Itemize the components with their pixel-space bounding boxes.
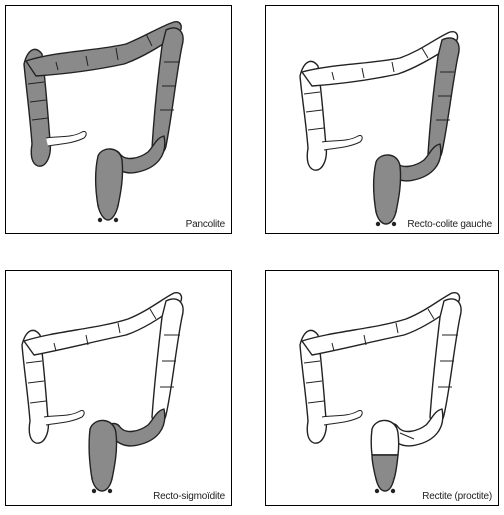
colon-shape: [24, 22, 183, 220]
rectum-inflamed: [372, 455, 398, 483]
appendix: [322, 135, 362, 150]
transverse-colon: [302, 32, 457, 86]
colon-illustration: [6, 271, 232, 506]
anal-marker-right: [114, 218, 118, 222]
appendix: [46, 131, 86, 146]
panel-caption: Recto-colite gauche: [406, 219, 493, 230]
colon-illustration: [266, 271, 499, 506]
anal-marker-right: [391, 489, 395, 493]
anal-marker-right: [392, 222, 396, 226]
appendix: [44, 410, 84, 425]
panel-caption: Recto-sigmoïdite: [152, 491, 226, 502]
colon-shape: [22, 293, 183, 491]
diagram-panel-left-sided-colitis: Recto-colite gauche: [265, 5, 499, 234]
panel-caption: Rectite (proctite): [421, 491, 493, 502]
anal-marker-left: [376, 222, 380, 226]
diagram-panel-pancolite: Pancolite: [5, 5, 232, 234]
anal-marker-right: [108, 489, 112, 493]
anus: [98, 206, 118, 220]
diagram-panel-proctitis: Rectite (proctite): [265, 270, 499, 506]
anus: [376, 479, 394, 491]
rectum: [89, 420, 116, 483]
transverse-colon: [24, 293, 181, 355]
rectum: [374, 155, 401, 216]
anal-marker-left: [98, 218, 102, 222]
transverse-colon: [302, 293, 459, 355]
rectum: [96, 149, 123, 210]
colon-illustration: [6, 6, 232, 234]
anal-marker-left: [375, 489, 379, 493]
panel-caption: Pancolite: [185, 219, 226, 230]
anal-marker-left: [92, 489, 96, 493]
rectum-upper: [371, 420, 399, 455]
transverse-colon: [26, 22, 181, 76]
appendix: [322, 410, 362, 425]
diagram-panel-rectosigmoiditis: Recto-sigmoïdite: [5, 270, 232, 506]
colon-illustration: [266, 6, 499, 234]
colon-shape: [300, 293, 461, 491]
